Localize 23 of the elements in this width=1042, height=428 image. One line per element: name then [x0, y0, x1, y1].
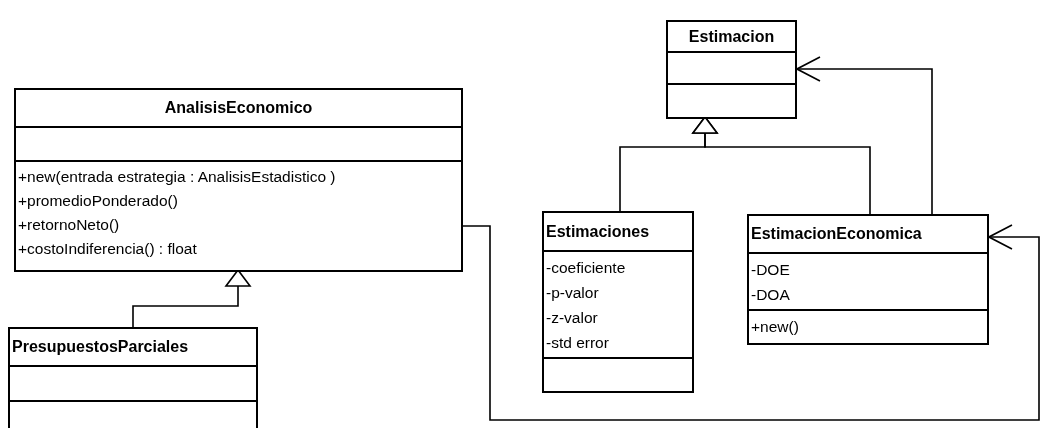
class-name: PresupuestosParciales: [12, 337, 189, 357]
class-name: Estimacion: [688, 27, 775, 47]
method-text: +new(): [751, 317, 800, 337]
attribute-text: -DOA: [751, 285, 791, 305]
class-box: [8, 327, 258, 428]
method-text: +retornoNeto(): [18, 215, 121, 235]
attribute-text: -z-valor: [546, 308, 599, 328]
class-box: [747, 214, 989, 345]
attribute-text: -coeficiente: [546, 258, 627, 278]
class-box: [14, 88, 463, 272]
class-name: Estimaciones: [546, 222, 650, 242]
attribute-text: -std error: [546, 333, 610, 353]
attribute-text: -DOE: [751, 260, 791, 280]
method-text: +costoIndiferencia() : float: [18, 239, 198, 259]
association-arrow: [796, 56, 933, 215]
association-arrow: [462, 224, 1040, 421]
attribute-text: -p-valor: [546, 283, 600, 303]
method-text: +promedioPonderado(): [18, 191, 179, 211]
class-box: [542, 211, 694, 393]
class-box: [666, 20, 797, 119]
class-name: AnalisisEconomico: [164, 98, 313, 118]
method-text: +new(entrada estrategia : AnalisisEstadistico ): [18, 167, 337, 187]
class-name: EstimacionEconomica: [751, 224, 922, 244]
